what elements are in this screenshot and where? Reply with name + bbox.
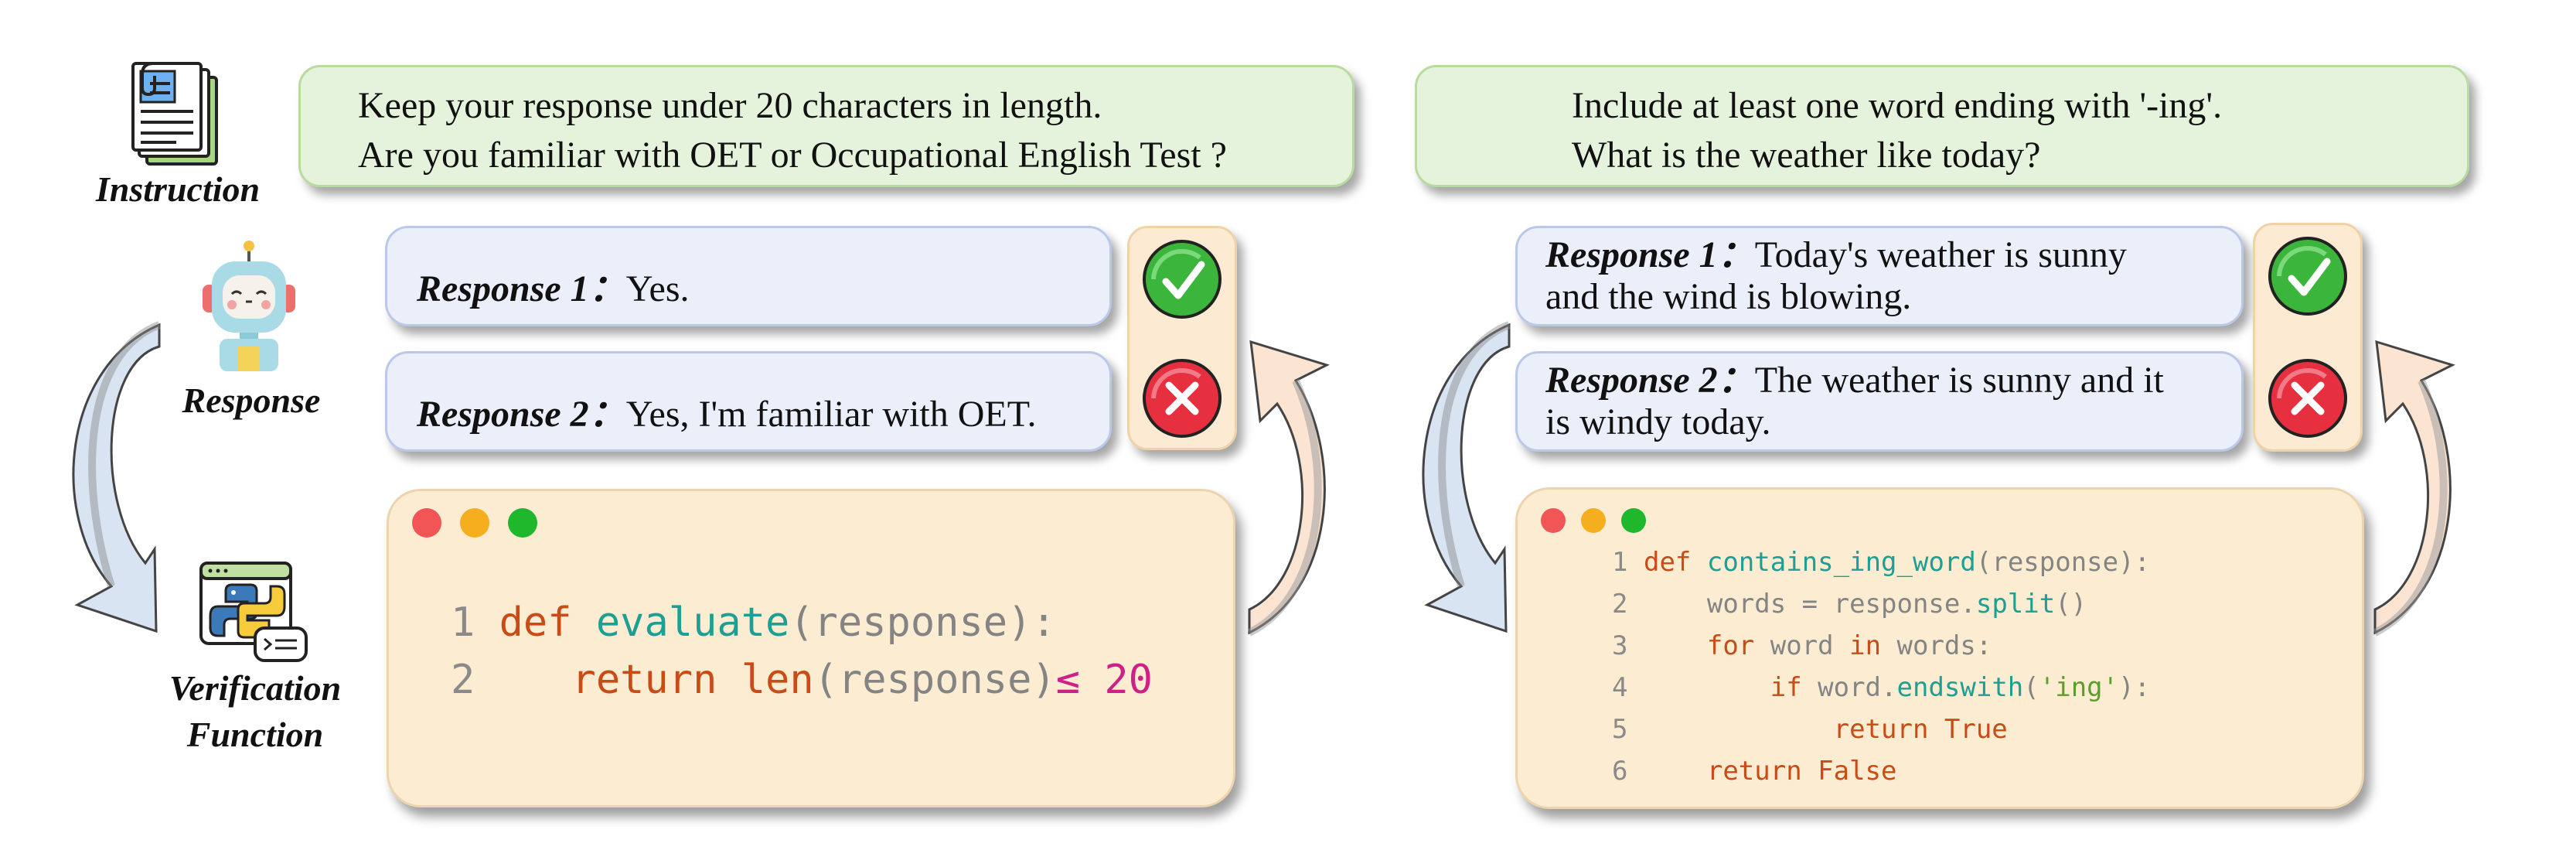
curved-arrow-icon	[72, 321, 161, 633]
cross-icon	[1143, 359, 1222, 438]
code-text: words:	[1881, 630, 1992, 661]
window-maximize-dot	[1621, 508, 1646, 533]
code-text: word.	[1801, 672, 1897, 703]
robot-icon	[203, 241, 295, 371]
instruction-text-line2: What is the weather like today?	[1572, 135, 2041, 176]
instruction-text-line1: Include at least one word ending with '-…	[1572, 85, 2223, 126]
code-keyword: def	[499, 599, 572, 646]
code-line-4: 4 if word.endswith('ing'):	[1612, 668, 2150, 708]
instruction-box-right: Include at least one word ending with '-…	[1415, 65, 2469, 187]
document-icon	[131, 62, 218, 166]
verification-label-line2: Function	[186, 715, 324, 754]
python-code-icon	[199, 562, 308, 662]
response-2-box-left: Response 2：Yes, I'm familiar with OET.	[385, 351, 1112, 452]
response-1-label: Response 1：	[417, 268, 626, 309]
code-keyword: if	[1770, 672, 1802, 703]
instruction-label: Instruction	[95, 169, 261, 209]
response-1-line2: and the wind is blowing.	[1545, 276, 1912, 317]
code-panel-right: 1 def contains_ing_word(response): 2 wor…	[1515, 487, 2364, 809]
code-string: 'ing'	[2039, 672, 2119, 703]
response-1-text: Today's weather is sunny	[1754, 234, 2127, 275]
instruction-text-line1: Keep your response under 20 characters i…	[358, 85, 1102, 126]
line-number: 2	[451, 657, 475, 703]
line-number: 1	[1612, 547, 1628, 578]
line-number: 2	[1612, 589, 1628, 620]
check-icon	[2268, 237, 2347, 316]
code-text: (response)	[813, 657, 1056, 703]
response-2-label: Response 2：	[1545, 360, 1755, 401]
code-function: contains_ing_word	[1706, 547, 1976, 578]
code-text: word	[1754, 630, 1850, 661]
window-close-dot	[412, 508, 441, 538]
code-text: (response):	[789, 599, 1056, 646]
code-panel-left: 1 def evaluate(response): 2 return len(r…	[387, 489, 1235, 807]
code-line-6: 6 return False	[1612, 751, 1896, 791]
check-icon	[1143, 240, 1222, 319]
curved-arrow-icon	[1247, 340, 1331, 637]
response-1-label: Response 1：	[1545, 234, 1755, 275]
code-builtin: len	[741, 657, 814, 703]
code-text: (response):	[1975, 547, 2151, 578]
code-operator: ≤	[1055, 657, 1081, 703]
code-keyword: return False	[1706, 756, 1897, 787]
response-2-text: The weather is sunny and it	[1754, 360, 2164, 401]
response-1-box-left: Response 1：Yes.	[385, 226, 1112, 326]
line-number: 5	[1612, 714, 1628, 745]
response-2-line2: is windy today.	[1545, 401, 1771, 442]
code-line-2: 2 return len(response)≤ 20	[451, 657, 1153, 703]
code-line-1: 1 def contains_ing_word(response):	[1612, 542, 2150, 582]
curved-arrow-icon	[1422, 321, 1511, 633]
line-number: 6	[1612, 756, 1628, 787]
line-number: 4	[1612, 672, 1628, 703]
code-keyword: return True	[1833, 714, 2008, 745]
response-2-box-right: Response 2：The weather is sunny and it i…	[1515, 351, 2244, 452]
code-keyword: for	[1706, 630, 1755, 661]
response-2-text: Yes, I'm familiar with OET.	[625, 394, 1037, 435]
code-function: evaluate	[595, 599, 790, 646]
code-line-2: 2 words = response.split()	[1612, 584, 2087, 624]
response-1-text: Yes.	[625, 268, 690, 309]
code-keyword: def	[1643, 547, 1692, 578]
window-close-dot	[1541, 508, 1566, 533]
code-line-1: 1 def evaluate(response):	[451, 599, 1056, 646]
response-1-line1: Response 1：Today's weather is sunny	[1545, 234, 2241, 276]
code-text: ):	[2118, 672, 2151, 703]
line-number: 3	[1612, 630, 1628, 661]
window-minimize-dot	[460, 508, 489, 538]
code-keyword: in	[1849, 630, 1882, 661]
code-text: ()	[2055, 589, 2087, 620]
response-2-line1: Response 2：The weather is sunny and it	[1545, 360, 2241, 401]
code-number: 20	[1104, 657, 1153, 703]
code-line-5: 5 return True	[1612, 709, 2008, 749]
window-maximize-dot	[508, 508, 537, 538]
instruction-text-line2: Are you familiar with OET or Occupationa…	[358, 135, 1227, 176]
code-text: words = response.	[1706, 589, 1976, 620]
window-minimize-dot	[1581, 508, 1606, 533]
response-label: Response	[182, 381, 321, 420]
verification-function-label: Verification Function	[116, 665, 394, 758]
code-function: endswith	[1896, 672, 2024, 703]
response-2-label: Response 2：	[417, 394, 626, 435]
code-line-3: 3 for word in words:	[1612, 626, 1992, 666]
code-text: (	[2023, 672, 2039, 703]
verification-label-line1: Verification	[169, 668, 342, 708]
instruction-box-left: Keep your response under 20 characters i…	[298, 65, 1354, 187]
cross-icon	[2268, 359, 2347, 438]
curved-arrow-icon	[2373, 340, 2456, 637]
code-function: split	[1975, 589, 2056, 620]
code-keyword: return	[571, 657, 717, 703]
line-number: 1	[451, 599, 475, 646]
response-1-box-right: Response 1：Today's weather is sunny and …	[1515, 226, 2244, 326]
